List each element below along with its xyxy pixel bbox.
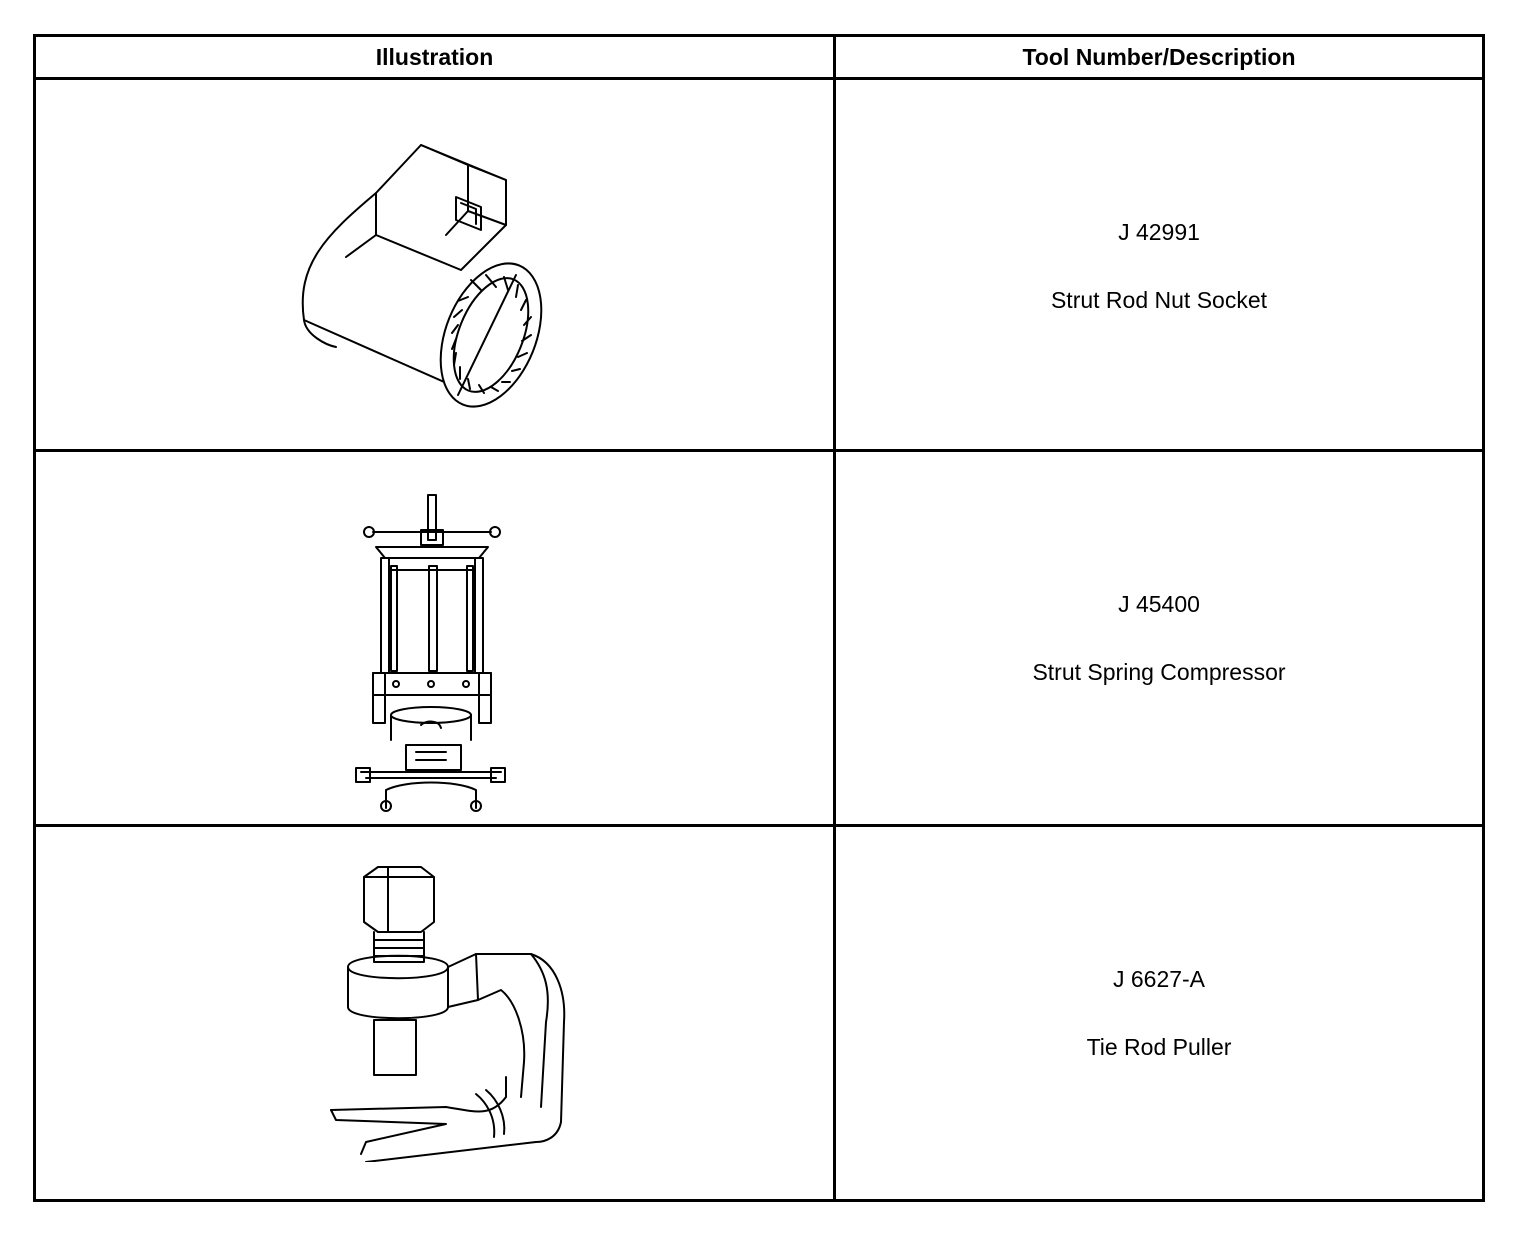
tool-number: J 45400: [1118, 591, 1200, 617]
table-row-illustration: [36, 827, 833, 1199]
header-divider: [36, 77, 1482, 80]
table-row-description: J 42991 Strut Rod Nut Socket: [836, 80, 1482, 452]
table-row-illustration: [36, 80, 833, 452]
special-tools-table: Illustration Tool Number/Description J 4…: [33, 34, 1485, 1202]
strut-spring-compressor-icon: [355, 494, 506, 812]
row-divider: [36, 449, 1482, 452]
tool-number: J 42991: [1118, 219, 1200, 245]
tool-description: Strut Rod Nut Socket: [1050, 287, 1268, 313]
tie-rod-puller-icon: [330, 866, 566, 1162]
strut-rod-nut-socket-icon: [301, 144, 543, 408]
table-row-description: J 6627-A Tie Rod Puller: [836, 827, 1482, 1199]
header-illustration: Illustration: [375, 44, 494, 70]
tool-description: Tie Rod Puller: [1086, 1034, 1232, 1060]
tool-description: Strut Spring Compressor: [1032, 659, 1286, 685]
tool-number: J 6627-A: [1112, 966, 1206, 992]
table-row-description: J 45400 Strut Spring Compressor: [836, 452, 1482, 824]
column-divider: [833, 37, 836, 1199]
header-tool-number-description: Tool Number/Description: [1022, 44, 1296, 70]
table-row-illustration: [36, 452, 833, 824]
row-divider: [36, 824, 1482, 827]
